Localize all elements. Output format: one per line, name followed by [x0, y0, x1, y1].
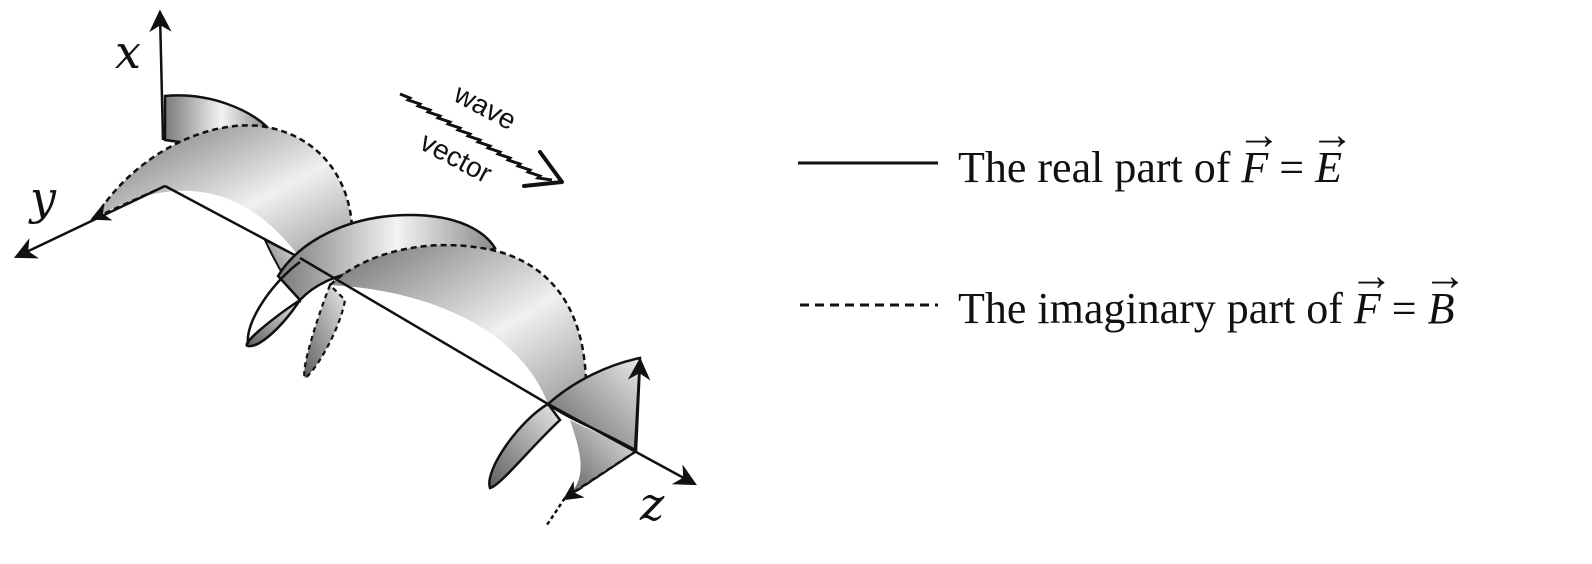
vec-arrow-e: → [1310, 110, 1354, 159]
e-field-loop-2 [245, 298, 302, 348]
legend-imag-prefix: The imaginary part of [958, 284, 1354, 333]
propagation-axis-segment-3 [547, 402, 697, 486]
legend-imag-entry: The imaginary part of F = B [958, 284, 1454, 333]
legend-imag-rhs: B [1428, 284, 1455, 333]
propagation-axis-segment-2 [299, 256, 549, 406]
b-field-lobe-1-outline [93, 124, 354, 229]
z-axis-label: z [639, 477, 665, 531]
legend-real-rhs: E [1314, 143, 1342, 192]
legend-real-prefix: The real part of [958, 143, 1241, 192]
e-field-loop-3 [488, 402, 562, 490]
wave-vector-label-line2: vector [415, 126, 497, 189]
b-vector-arrow [562, 453, 633, 501]
legend-real-eq: = [1268, 143, 1315, 192]
legend-real-lhs: F [1240, 143, 1269, 192]
vec-arrow-f2: → [1349, 251, 1393, 300]
b-field-loop-2 [303, 283, 347, 380]
y-axis-arrow [13, 184, 166, 259]
legend-real-entry: The real part of F = E [958, 143, 1342, 192]
y-axis-label: y [28, 171, 57, 225]
e-field-loop-2b [246, 260, 301, 345]
vec-arrow-f1: → [1237, 110, 1281, 159]
wave-vector-arrowhead [522, 150, 564, 188]
wave-vector-arrow [399, 92, 553, 182]
b-field-lobe-2 [330, 245, 586, 404]
b-field-tail [544, 497, 567, 527]
b-field-lobe-3 [565, 420, 635, 498]
vec-arrow-b: → [1423, 251, 1467, 300]
b-field-lobe-2-outline [329, 243, 588, 385]
legend-imag-lhs: F [1353, 284, 1382, 333]
wave-illustration: x y z wave vector [13, 9, 697, 531]
b-field-lobe-1 [95, 125, 352, 259]
legend-imag-eq: = [1381, 284, 1428, 333]
b-start-arrow [90, 184, 166, 221]
e-vector-arrow [627, 357, 651, 453]
x-axis-label: x [115, 25, 141, 79]
x-axis-arrow [149, 9, 172, 141]
legend: The real part of F = E → → The imaginary… [798, 110, 1467, 333]
